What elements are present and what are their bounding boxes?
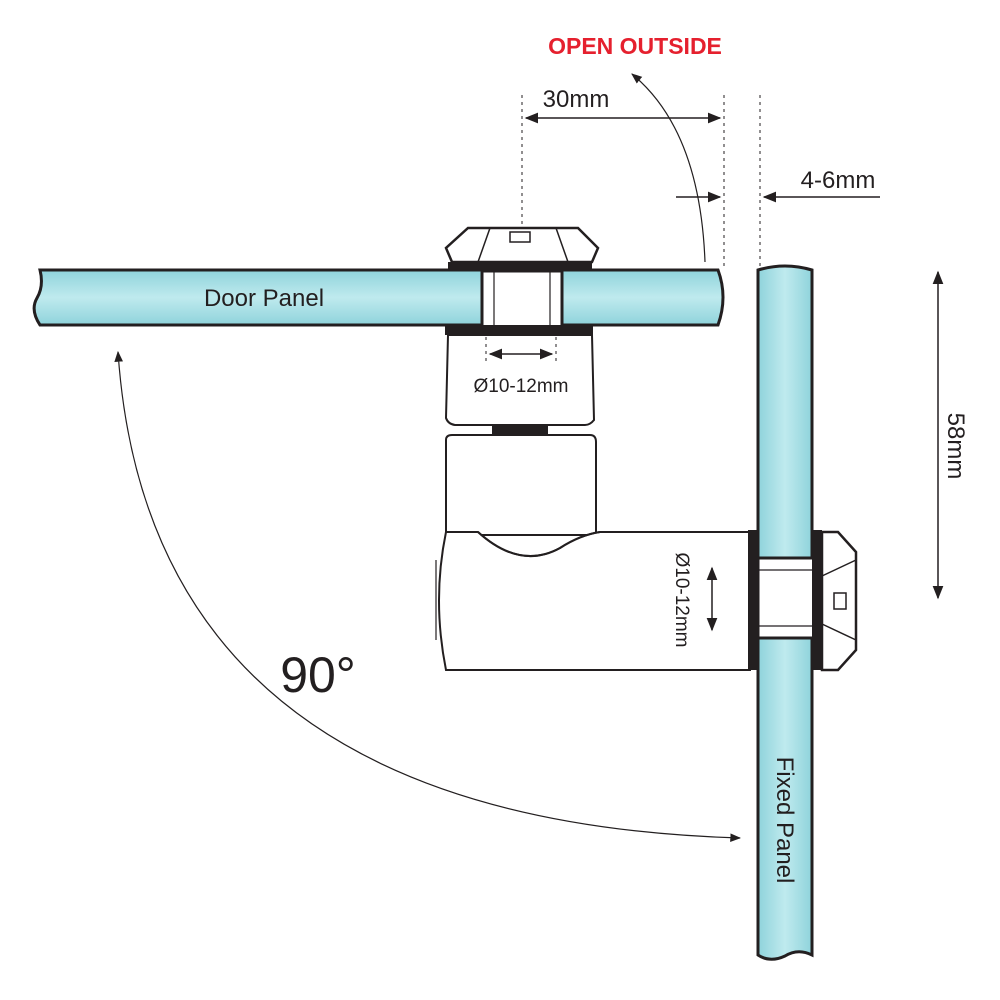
fixed-clamp [748, 530, 858, 672]
angle-label: 90° [280, 647, 356, 703]
door-bolt [480, 269, 564, 329]
fixed-gasket-left [748, 530, 758, 670]
hinge-body [435, 434, 751, 671]
fixed-gasket-right [812, 530, 822, 670]
gap-width-label: 30mm [543, 86, 610, 113]
door-gasket-bottom [445, 325, 593, 335]
open-direction-arc [631, 73, 706, 263]
door-clamp [444, 226, 600, 435]
open-direction-label: OPEN OUTSIDE [548, 33, 722, 59]
hinge-arm [438, 531, 751, 671]
hole-diameter-fixed-label: Ø10-12mm [671, 552, 692, 647]
fixed-panel-label: Fixed Panel [771, 757, 798, 884]
door-panel-label: Door Panel [204, 285, 324, 312]
height-label: 58mm [942, 413, 969, 480]
door-gasket-top [448, 262, 592, 271]
clearance-label: 4-6mm [801, 167, 876, 194]
hole-diameter-door-label: Ø10-12mm [473, 376, 568, 397]
door-panel [32, 268, 725, 327]
angle-arc [114, 350, 742, 843]
hinge-knuckle [445, 434, 597, 536]
dimension-lines [114, 73, 944, 843]
door-panel-glass [32, 268, 725, 327]
